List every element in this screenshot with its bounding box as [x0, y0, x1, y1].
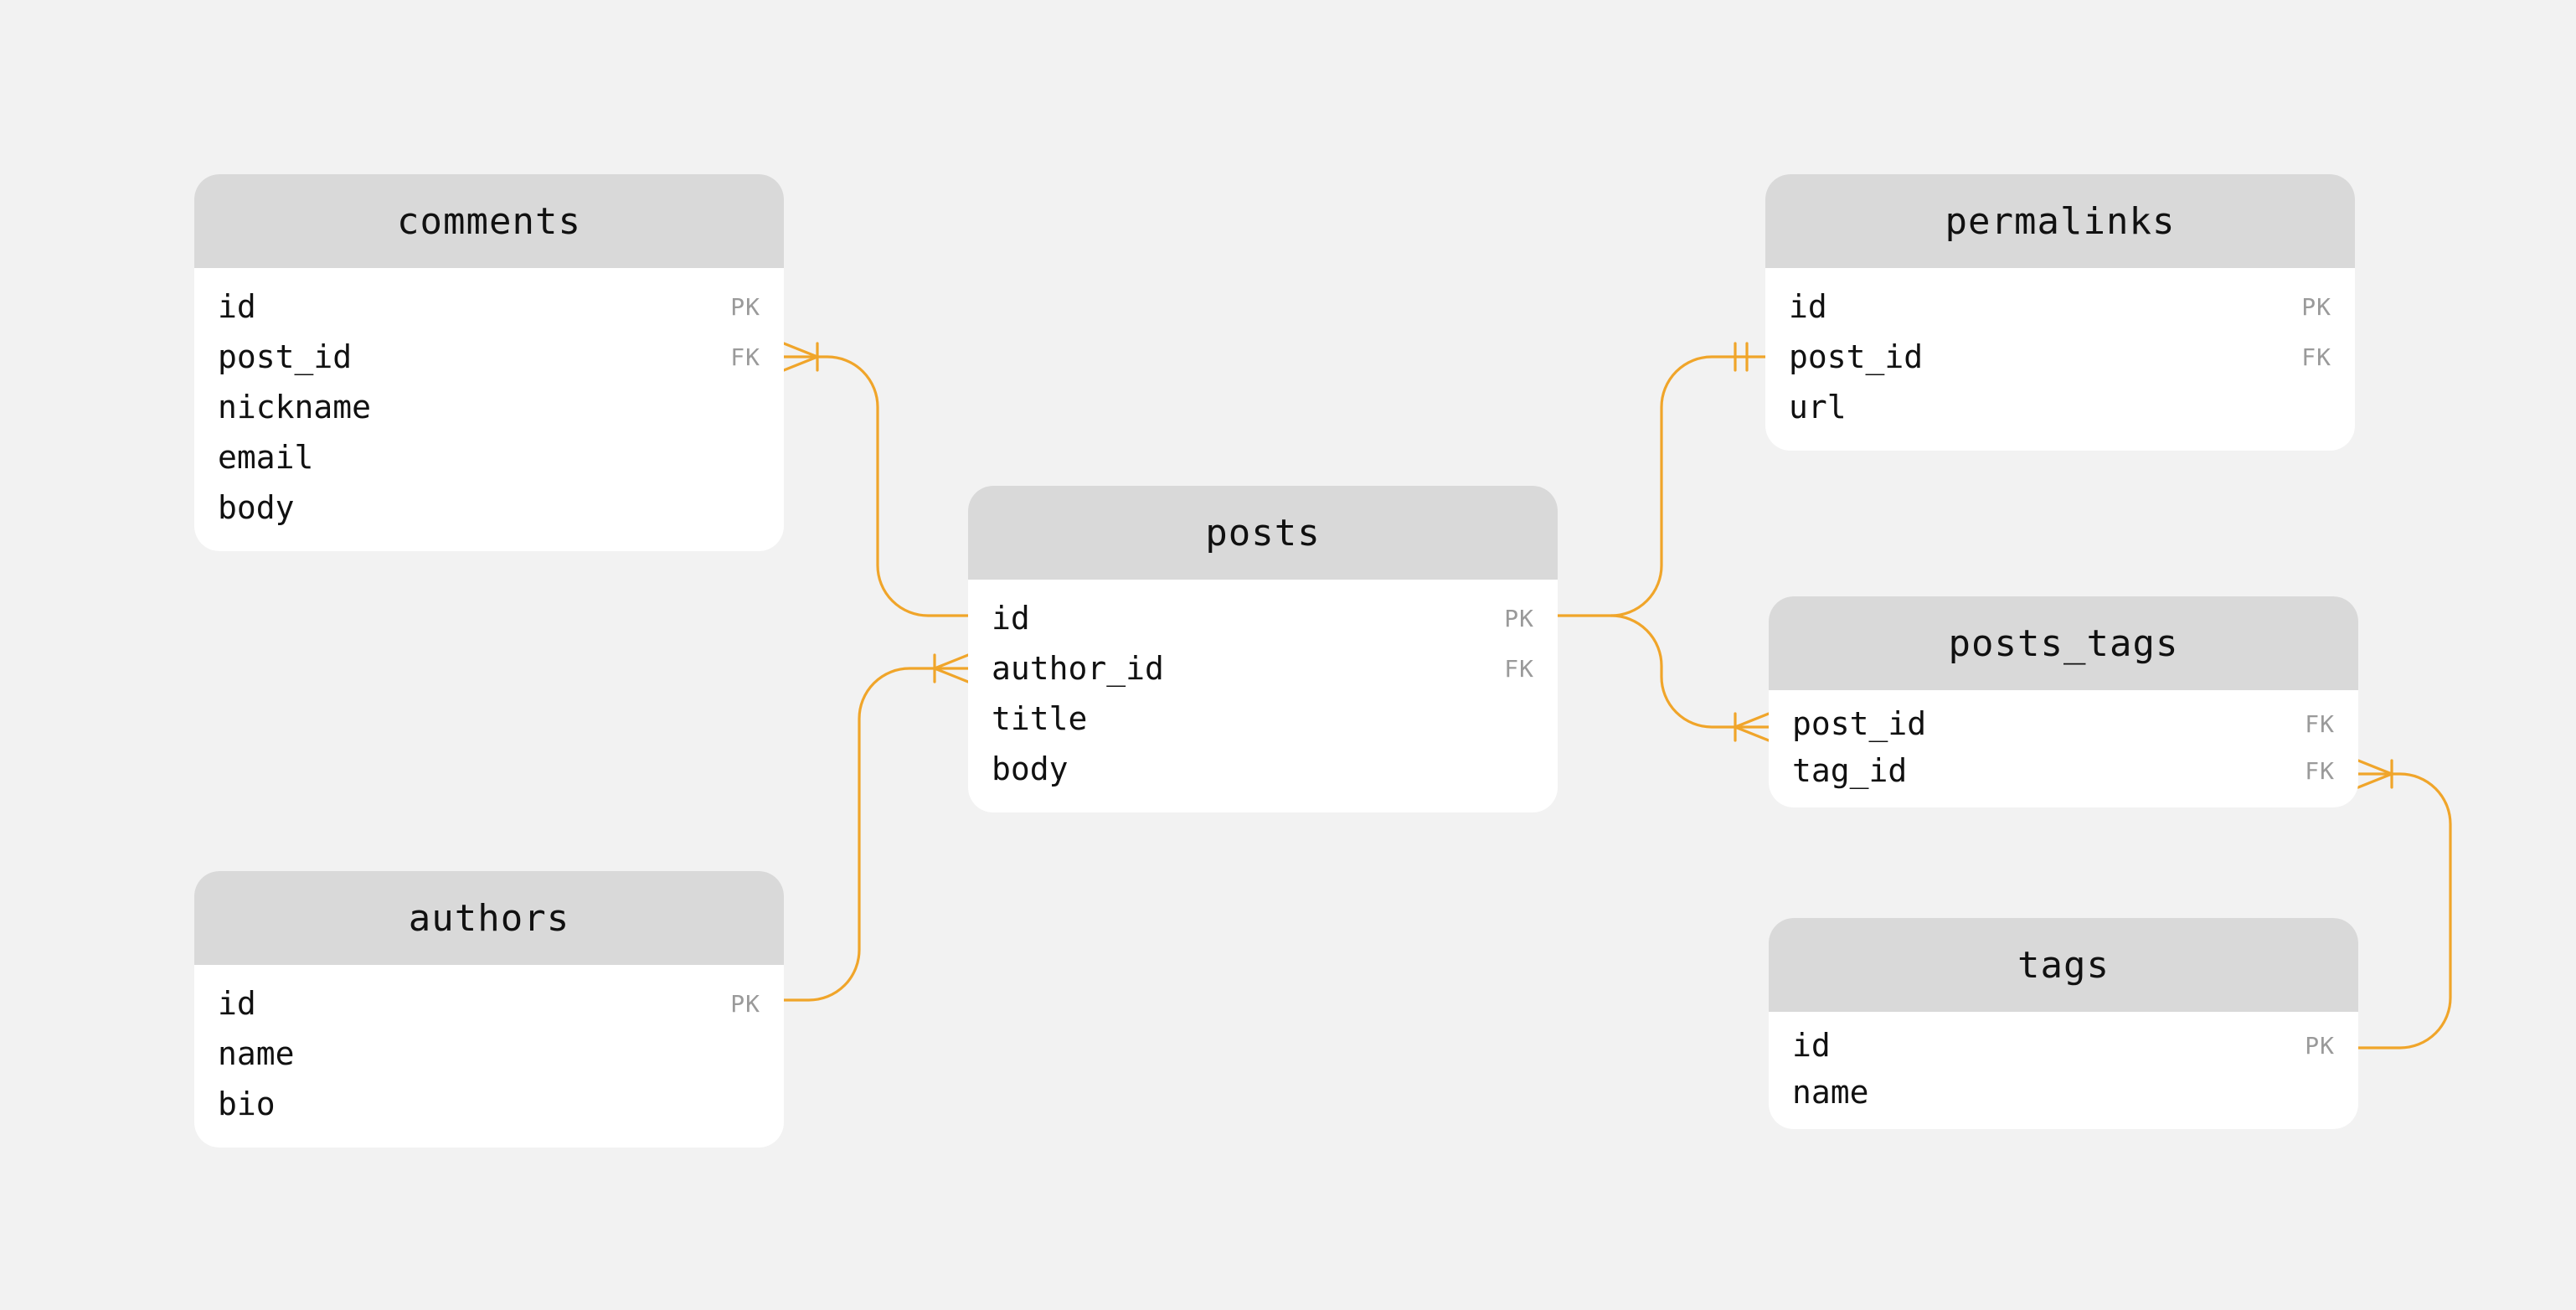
table-title: tags [1769, 918, 2358, 1012]
field-row[interactable]: url [1765, 382, 2355, 432]
table-title: authors [194, 871, 784, 965]
relationship-posts-comments[interactable] [782, 342, 970, 617]
connector-line [782, 355, 970, 617]
table-title: permalinks [1765, 174, 2355, 268]
field-row[interactable]: nickname [194, 382, 784, 432]
table-fields: id PK post_id FK url [1765, 268, 2355, 451]
field-row[interactable]: bio [194, 1079, 784, 1129]
field-name: name [218, 1035, 295, 1072]
field-name: nickname [218, 389, 372, 425]
connector-line [2357, 772, 2452, 1050]
field-name: author_id [992, 650, 1164, 687]
relationship-posts-poststags[interactable] [1610, 614, 1770, 742]
field-name: id [992, 600, 1030, 637]
table-posts-tags[interactable]: posts_tags post_id FK tag_id FK [1769, 596, 2358, 807]
field-row[interactable]: post_id FK [194, 332, 784, 382]
field-row[interactable]: name [194, 1029, 784, 1079]
field-row[interactable]: body [194, 482, 784, 533]
table-authors[interactable]: authors id PK name bio [194, 871, 784, 1148]
key-badge: FK [2305, 709, 2335, 738]
crowfoot-prong [933, 653, 970, 670]
crowfoot-prong [2357, 759, 2393, 776]
field-row[interactable]: post_id FK [1765, 332, 2355, 382]
field-name: post_id [218, 338, 353, 375]
relationship-authors-posts[interactable] [782, 653, 970, 1002]
connector-line [1556, 355, 1767, 617]
table-fields: post_id FK tag_id FK [1769, 690, 2358, 807]
crowfoot-prong [1734, 712, 1770, 729]
field-row[interactable]: id PK [194, 281, 784, 332]
key-badge: FK [2305, 756, 2335, 785]
field-row[interactable]: author_id FK [968, 643, 1558, 694]
table-fields: id PK post_id FK nickname email body [194, 268, 784, 551]
table-title: comments [194, 174, 784, 268]
field-row[interactable]: title [968, 694, 1558, 744]
table-fields: id PK author_id FK title body [968, 580, 1558, 812]
relationship-posts-permalinks[interactable] [1556, 342, 1767, 617]
connector-line [782, 667, 970, 1002]
field-name: email [218, 439, 314, 476]
connector-line [1610, 614, 1770, 729]
key-badge: PK [730, 989, 760, 1018]
field-name: post_id [1792, 705, 1927, 742]
field-row[interactable]: email [194, 432, 784, 482]
key-badge: PK [1504, 604, 1534, 632]
field-row[interactable]: post_id FK [1769, 700, 2358, 747]
field-name: id [1792, 1027, 1831, 1064]
table-fields: id PK name bio [194, 965, 784, 1148]
crowfoot-prong [782, 355, 819, 372]
field-name: url [1789, 389, 1847, 425]
crowfoot-prong [782, 342, 819, 358]
field-name: bio [218, 1086, 276, 1122]
field-name: body [992, 750, 1069, 787]
table-tags[interactable]: tags id PK name [1769, 918, 2358, 1129]
field-row[interactable]: id PK [968, 593, 1558, 643]
field-row[interactable]: id PK [194, 978, 784, 1029]
field-name: body [218, 489, 295, 526]
crowfoot-prong [2357, 772, 2393, 789]
field-row[interactable]: body [968, 744, 1558, 794]
field-name: title [992, 700, 1088, 737]
field-name: id [1789, 288, 1827, 325]
table-title: posts_tags [1769, 596, 2358, 690]
field-name: id [218, 288, 256, 325]
field-row[interactable]: id PK [1769, 1022, 2358, 1069]
table-fields: id PK name [1769, 1012, 2358, 1129]
relationship-tags-poststags[interactable] [2357, 759, 2452, 1050]
key-badge: PK [2305, 1031, 2335, 1060]
key-badge: FK [1504, 654, 1534, 683]
field-row[interactable]: name [1769, 1069, 2358, 1116]
table-posts[interactable]: posts id PK author_id FK title body [968, 486, 1558, 812]
table-comments[interactable]: comments id PK post_id FK nickname email… [194, 174, 784, 551]
table-title: posts [968, 486, 1558, 580]
key-badge: PK [2301, 292, 2331, 321]
table-permalinks[interactable]: permalinks id PK post_id FK url [1765, 174, 2355, 451]
field-name: tag_id [1792, 752, 1908, 789]
field-name: id [218, 985, 256, 1022]
crowfoot-prong [933, 667, 970, 683]
field-name: post_id [1789, 338, 1924, 375]
key-badge: FK [2301, 343, 2331, 371]
crowfoot-prong [1734, 725, 1770, 742]
key-badge: FK [730, 343, 760, 371]
field-row[interactable]: id PK [1765, 281, 2355, 332]
field-row[interactable]: tag_id FK [1769, 747, 2358, 794]
field-name: name [1792, 1074, 1869, 1111]
key-badge: PK [730, 292, 760, 321]
